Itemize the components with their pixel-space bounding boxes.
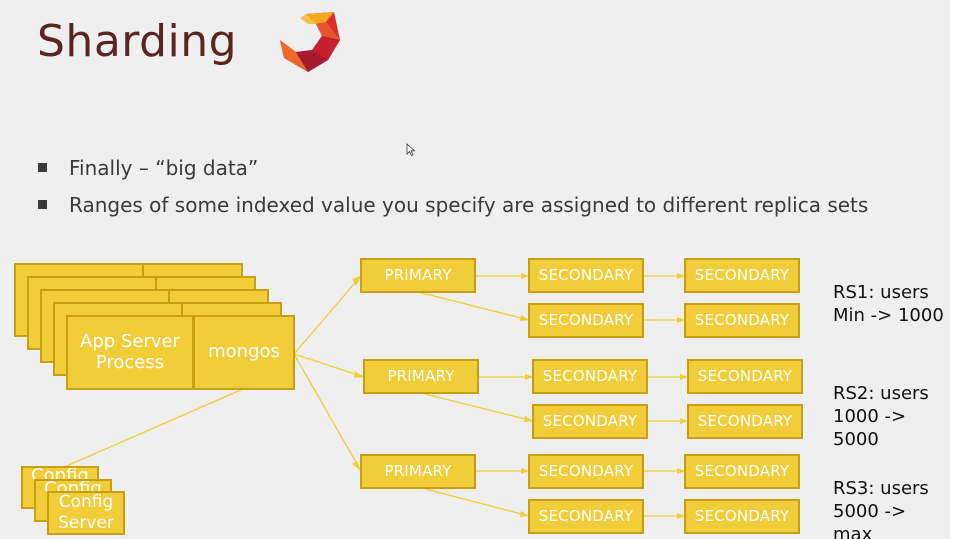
rs1-secondary-box: SECONDARY: [528, 303, 644, 338]
arrowhead: [521, 468, 529, 474]
arrowhead: [680, 374, 688, 380]
bullet-text: Ranges of some indexed value you specify…: [69, 193, 869, 217]
secondary-label: SECONDARY: [542, 411, 638, 430]
rs1-label: RS1: users Min -> 1000: [833, 281, 944, 327]
rs3-secondary-box: SECONDARY: [684, 454, 800, 489]
rs3-secondary-box: SECONDARY: [528, 499, 644, 534]
secondary-label: SECONDARY: [697, 411, 793, 430]
secondary-label: SECONDARY: [538, 506, 634, 525]
mongos-label: mongos: [208, 341, 280, 363]
rs2-label-line2: 1000 -> 5000: [833, 406, 907, 450]
logo-icon: [280, 12, 340, 72]
rs1-secondary-box: SECONDARY: [684, 258, 800, 293]
rs3-primary-box: PRIMARY: [360, 454, 476, 489]
bullet-square-icon: [38, 163, 47, 172]
rs2-label: RS2: users 1000 -> 5000: [833, 382, 950, 451]
arrowhead: [525, 374, 533, 380]
rs2-secondary-box: SECONDARY: [687, 404, 803, 439]
rs3-secondary-box: SECONDARY: [528, 454, 644, 489]
rs2-primary-box: PRIMARY: [363, 359, 479, 394]
connector-line: [293, 275, 362, 355]
rs2-secondary-box: SECONDARY: [532, 359, 648, 394]
arrowhead: [352, 461, 361, 471]
rs2-secondary-box: SECONDARY: [687, 359, 803, 394]
slide-title: Sharding: [37, 16, 238, 67]
connector-line: [417, 486, 530, 517]
arrowhead: [352, 276, 361, 286]
rs2-label-line1: RS2: users: [833, 383, 929, 404]
secondary-label: SECONDARY: [542, 366, 638, 385]
primary-label: PRIMARY: [387, 366, 455, 385]
arrowhead: [677, 317, 685, 323]
arrowheads: [352, 273, 688, 519]
app-server-process-label: App Server Process: [80, 330, 180, 373]
secondary-label: SECONDARY: [538, 461, 634, 480]
connector-line: [420, 392, 534, 422]
app-server-process-box: App Server Process: [66, 315, 194, 390]
arrowhead: [677, 273, 685, 279]
secondary-label: SECONDARY: [694, 265, 790, 284]
secondary-label: SECONDARY: [538, 265, 634, 284]
bullet-item: Finally – “big data”: [38, 156, 258, 180]
rs1-primary-box: PRIMARY: [360, 258, 476, 293]
arrowhead: [677, 468, 685, 474]
mouse-cursor-icon: [406, 143, 416, 157]
window-edge: [950, 0, 957, 539]
bullet-item: Ranges of some indexed value you specify…: [38, 193, 868, 217]
arrowhead: [680, 418, 688, 424]
rs1-secondary-box: SECONDARY: [528, 258, 644, 293]
rs1-secondary-box: SECONDARY: [684, 303, 800, 338]
rs2-secondary-box: SECONDARY: [532, 404, 648, 439]
connector-line: [293, 353, 362, 472]
arrowhead: [524, 416, 533, 422]
arrowhead: [677, 513, 685, 519]
config-server-label: Config Server: [58, 491, 114, 533]
bullet-square-icon: [38, 200, 47, 209]
rs3-label-line2: 5000 -> max: [833, 501, 907, 539]
secondary-label: SECONDARY: [538, 310, 634, 329]
connector-line: [293, 353, 365, 378]
bullet-text: Finally – “big data”: [69, 156, 259, 180]
arrowhead: [520, 315, 529, 321]
secondary-label: SECONDARY: [697, 366, 793, 385]
rs3-secondary-box: SECONDARY: [684, 499, 800, 534]
secondary-label: SECONDARY: [694, 310, 790, 329]
mongos-box: mongos: [193, 315, 295, 390]
config-server-box: Config Server: [47, 491, 125, 535]
connector-line: [417, 291, 530, 321]
connector-line: [61, 388, 244, 469]
arrowhead: [520, 511, 529, 517]
secondary-label: SECONDARY: [694, 506, 790, 525]
rs3-label: RS3: users 5000 -> max: [833, 477, 950, 539]
primary-label: PRIMARY: [384, 265, 452, 284]
primary-label: PRIMARY: [384, 461, 452, 480]
rs3-label-line1: RS3: users: [833, 478, 929, 499]
arrowhead: [354, 371, 364, 378]
rs1-label-line2: Min -> 1000: [833, 305, 944, 326]
arrowhead: [521, 273, 529, 279]
secondary-label: SECONDARY: [694, 461, 790, 480]
rs1-label-line1: RS1: users: [833, 282, 929, 303]
